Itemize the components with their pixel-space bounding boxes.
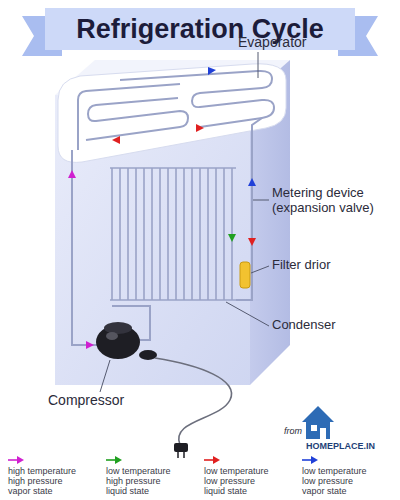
flow-arrow — [196, 124, 204, 132]
watermark-text: HOMEPLACE.IN — [306, 441, 375, 451]
part-label: Filter drior — [272, 258, 331, 273]
legend-swatch — [302, 456, 318, 464]
leader-line — [251, 266, 269, 273]
refrigerant-tube — [236, 118, 262, 300]
leader-line — [226, 302, 269, 326]
legend-swatch — [106, 456, 122, 464]
flow-arrow — [208, 67, 216, 75]
flow-arrow — [112, 136, 120, 144]
flow-arrow — [248, 178, 256, 186]
logo-door — [320, 428, 326, 439]
leader-line — [253, 200, 269, 201]
flow-arrow — [228, 234, 236, 242]
legend-arrow-head — [311, 456, 318, 464]
logo-roof — [302, 406, 334, 422]
leader-line — [100, 360, 110, 392]
legend-text: low temperature low pressure liquid stat… — [204, 466, 276, 496]
diagram-title: Refrigeration Cycle — [45, 8, 355, 50]
part-label: Compressor — [48, 392, 124, 408]
part-label: Metering device (expansion valve) — [272, 186, 384, 216]
part-label: Condenser — [272, 318, 336, 333]
compressor-foot — [139, 350, 157, 360]
power-cord — [155, 358, 232, 445]
legend-arrow-head — [115, 456, 122, 464]
flow-arrow — [248, 238, 256, 246]
legend-text: low temperature low pressure vapor state — [302, 466, 374, 496]
legend-text: low temperature high pressure liquid sta… — [106, 466, 178, 496]
refrigerant-tube — [72, 150, 100, 345]
legend-arrow-shaft — [8, 459, 18, 461]
filter-drier — [240, 262, 250, 288]
watermark-text: from — [284, 426, 302, 436]
legend-arrow-shaft — [204, 459, 214, 461]
plug-pin — [183, 452, 185, 458]
legend-arrow-shaft — [302, 459, 312, 461]
title-banner — [45, 8, 355, 50]
compressor-top — [104, 322, 132, 334]
evaporator-coil — [78, 71, 274, 150]
condenser-coil — [110, 168, 236, 300]
legend-arrow-head — [17, 456, 24, 464]
flow-arrow — [86, 341, 94, 349]
compressor-highlight — [106, 332, 118, 340]
logo-house — [306, 421, 330, 439]
legend-text: high temperature high pressure vapor sta… — [8, 466, 80, 496]
part-label: Evaporator — [238, 34, 306, 50]
logo-window — [311, 425, 317, 431]
legend-arrow-shaft — [106, 459, 116, 461]
leader-line — [258, 52, 259, 78]
flow-arrow — [68, 170, 76, 178]
legend-swatch — [8, 456, 24, 464]
legend-arrow-head — [213, 456, 220, 464]
power-plug — [174, 443, 188, 452]
legend-swatch — [204, 456, 220, 464]
plug-pin — [177, 452, 179, 458]
